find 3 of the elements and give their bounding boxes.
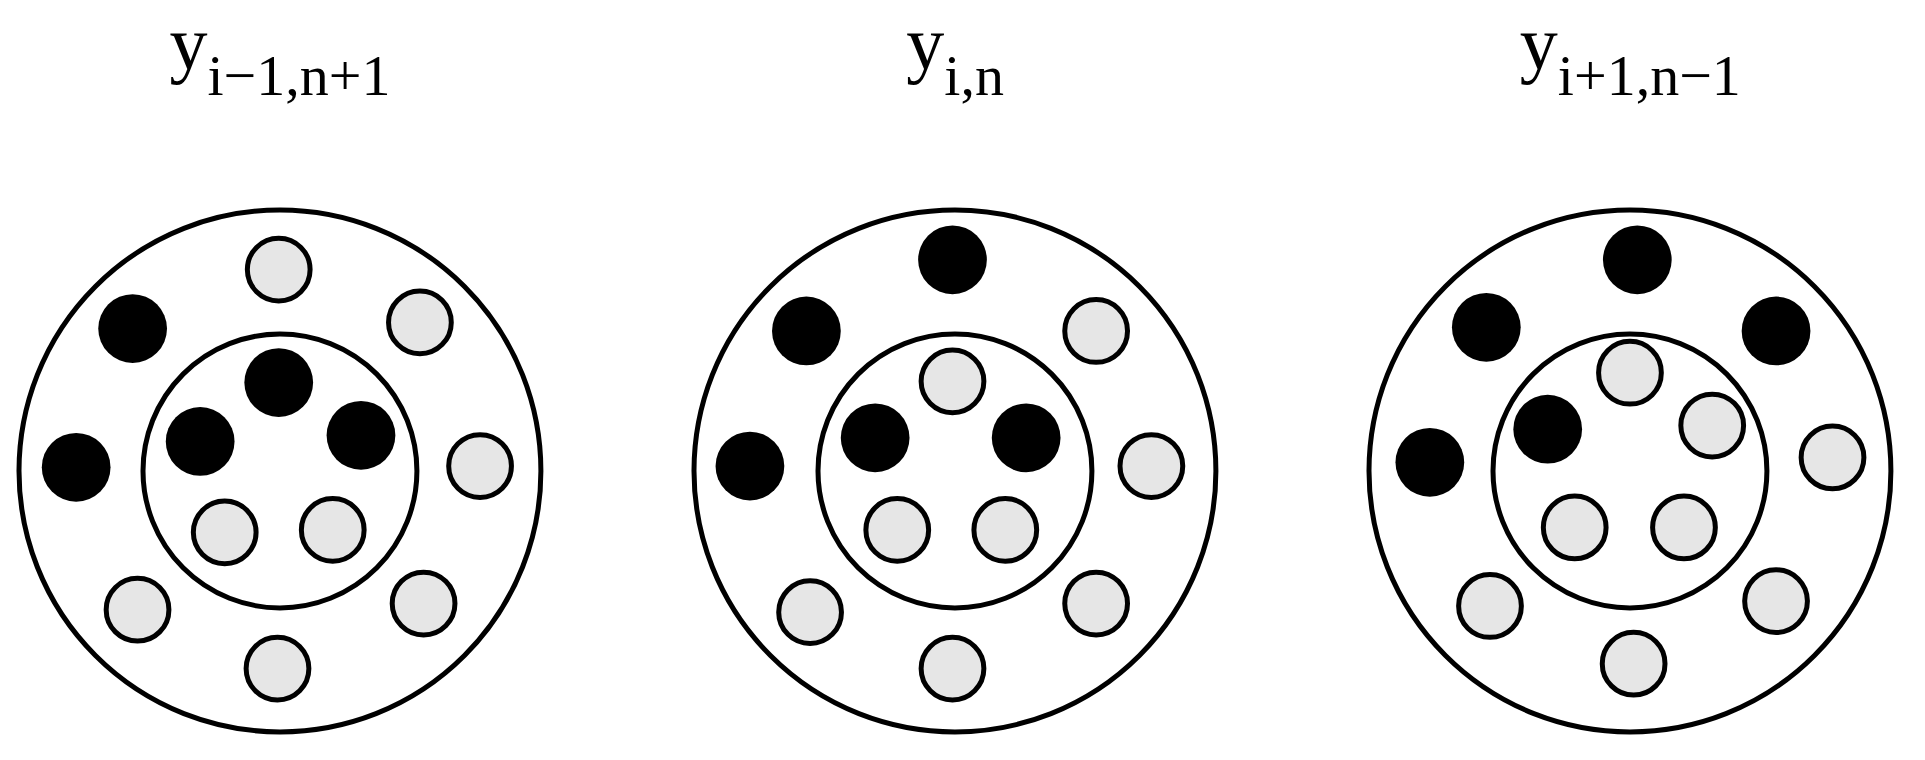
variable-label: y$_{i+1,n−1}$: [1518, 4, 1742, 105]
variable-label: y$_{i,n}$: [905, 4, 1005, 105]
variable-label: y$_{i−1,n+1}$: [168, 4, 392, 105]
